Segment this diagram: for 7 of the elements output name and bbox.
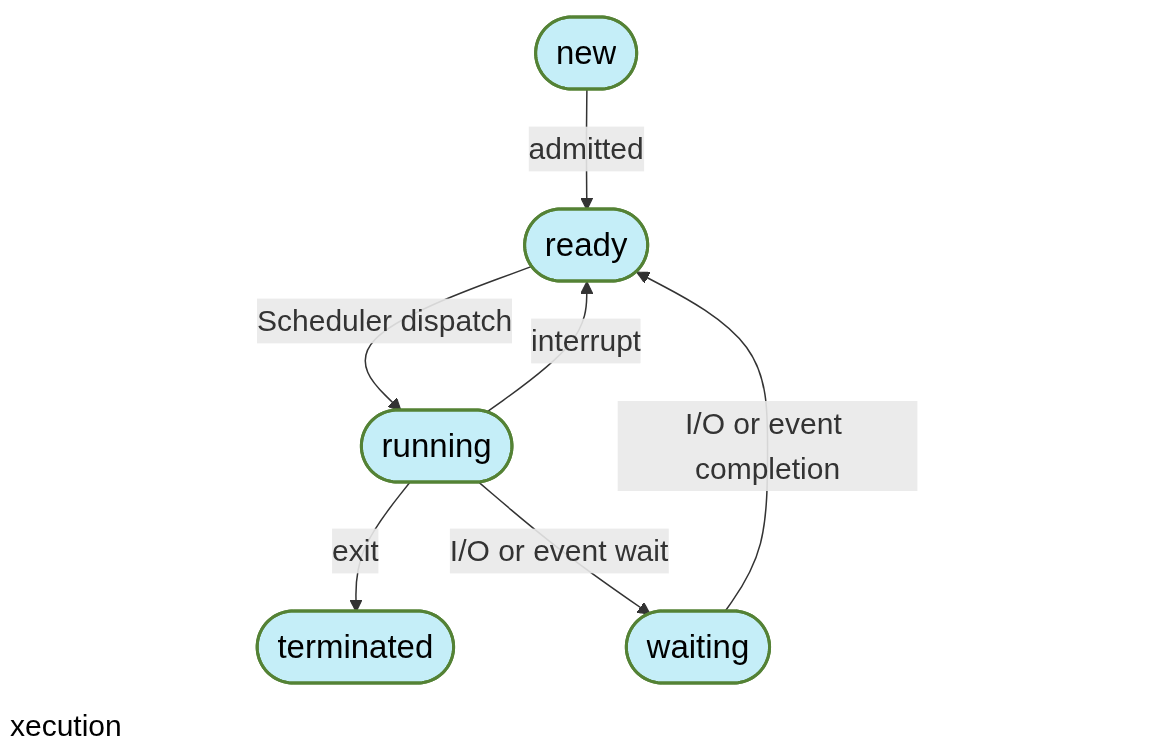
edge-label: exit — [332, 534, 379, 568]
edge-label: I/O or event wait — [450, 534, 669, 568]
cut-off-text: xecution — [10, 709, 122, 742]
edge-label: admitted — [528, 132, 644, 166]
edge-label: Scheduler dispatch — [257, 304, 513, 338]
edge-label: I/O or event completion — [685, 406, 842, 485]
edge-label: interrupt — [531, 324, 642, 358]
